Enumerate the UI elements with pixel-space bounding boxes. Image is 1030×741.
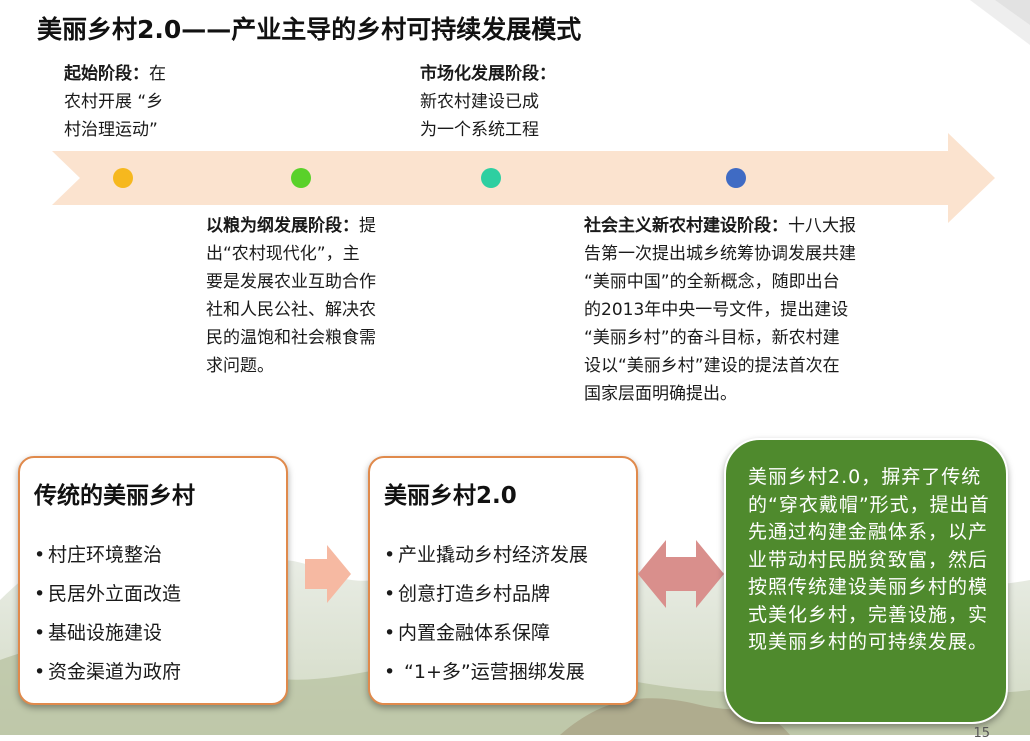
timeline-dot-1 — [113, 168, 133, 188]
list-item-text: 资金渠道为政府 — [48, 661, 182, 683]
list-item-text: 创意打造乡村品牌 — [398, 583, 551, 605]
stage-grain-line: 要是发展农业互助合作 — [206, 272, 376, 292]
timeline-dot-2 — [291, 168, 311, 188]
stage-grain: 以粮为纲发展阶段：提 出“农村现代化”，主 要是发展农业互助合作 社和人民公社、… — [206, 212, 411, 380]
bullet-icon: • — [384, 622, 396, 644]
traditional-village-list: •村庄环境整治 •民居外立面改造 •基础设施建设 •资金渠道为政府 — [34, 536, 181, 692]
bullet-icon: • — [34, 622, 46, 644]
bullet-icon: • — [34, 583, 46, 605]
timeline-dot-3 — [481, 168, 501, 188]
village-v2-title: 美丽乡村2.0 — [384, 483, 517, 509]
page-number: 15 — [973, 726, 990, 741]
stage-market-line: 为一个系统工程 — [420, 120, 539, 140]
bullet-icon: • — [34, 661, 46, 683]
bullet-icon: • — [34, 544, 46, 566]
list-item: •内置金融体系保障 — [384, 614, 588, 653]
stage-start-heading: 起始阶段： — [64, 64, 149, 84]
bullet-icon: • — [384, 583, 396, 605]
list-item-text: 民居外立面改造 — [48, 583, 182, 605]
stage-grain-line: 社和人民公社、解决农 — [206, 300, 376, 320]
stage-socialist-line: 告第一次提出城乡统筹协调发展共建 — [584, 244, 856, 264]
list-item-text: 产业撬动乡村经济发展 — [398, 544, 589, 566]
list-item-text: 内置金融体系保障 — [398, 622, 551, 644]
stage-grain-heading: 以粮为纲发展阶段： — [206, 216, 359, 236]
list-item-text: “1+多”运营捆绑发展 — [398, 661, 585, 683]
list-item-text: 基础设施建设 — [48, 622, 163, 644]
page-title: 美丽乡村2.0——产业主导的乡村可持续发展模式 — [37, 15, 582, 44]
list-item: •资金渠道为政府 — [34, 653, 181, 692]
stage-market-line: 新农村建设已成 — [420, 92, 539, 112]
bullet-icon: • — [384, 661, 396, 683]
stage-socialist-line: “美丽乡村”的奋斗目标，新农村建 — [584, 328, 840, 348]
village-v2-list: •产业撬动乡村经济发展 •创意打造乡村品牌 •内置金融体系保障 • “1+多”运… — [384, 536, 588, 692]
stage-socialist-line: 国家层面明确提出。 — [584, 384, 737, 404]
corner-decoration — [970, 0, 1030, 45]
stage-start-line: 村治理运动” — [64, 120, 158, 140]
stage-socialist-line: 设以“美丽乡村”建设的提法首次在 — [584, 356, 840, 376]
double-arrow-icon — [638, 540, 724, 608]
summary-text: 美丽乡村2.0，摒弃了传统的“穿衣戴帽”形式，提出首先通过构建金融体系，以产业带… — [748, 466, 990, 653]
list-item-text: 村庄环境整治 — [48, 544, 163, 566]
stage-grain-line: 出“农村现代化”，主 — [206, 244, 360, 264]
stage-start-line: 在 — [149, 64, 166, 84]
stage-grain-line: 提 — [359, 216, 376, 236]
bullet-icon: • — [384, 544, 396, 566]
stage-socialist-line: 的2013年中央一号文件，提出建设 — [584, 300, 849, 320]
list-item: •村庄环境整治 — [34, 536, 181, 575]
stage-start: 起始阶段：在 农村开展 “乡 村治理运动” — [64, 60, 204, 144]
timeline-arrow-shape — [52, 133, 995, 223]
stage-start-line: 农村开展 “乡 — [64, 92, 164, 112]
summary-box: 美丽乡村2.0，摒弃了传统的“穿衣戴帽”形式，提出首先通过构建金融体系，以产业带… — [724, 438, 1008, 724]
timeline-dot-4 — [726, 168, 746, 188]
right-arrow-icon — [305, 545, 351, 603]
stage-grain-line: 求问题。 — [206, 356, 274, 376]
stage-socialist-heading: 社会主义新农村建设阶段： — [584, 216, 788, 236]
stage-grain-line: 民的温饱和社会粮食需 — [206, 328, 376, 348]
stage-market: 市场化发展阶段： 新农村建设已成 为一个系统工程 — [420, 60, 620, 144]
traditional-village-title: 传统的美丽乡村 — [34, 483, 195, 509]
stage-socialist-line: “美丽中国”的全新概念，随即出台 — [584, 272, 840, 292]
list-item: •民居外立面改造 — [34, 575, 181, 614]
list-item: •基础设施建设 — [34, 614, 181, 653]
traditional-village-box: 传统的美丽乡村 •村庄环境整治 •民居外立面改造 •基础设施建设 •资金渠道为政… — [18, 456, 288, 705]
stage-market-heading: 市场化发展阶段： — [420, 64, 556, 84]
village-v2-box: 美丽乡村2.0 •产业撬动乡村经济发展 •创意打造乡村品牌 •内置金融体系保障 … — [368, 456, 638, 705]
list-item: •产业撬动乡村经济发展 — [384, 536, 588, 575]
timeline-arrow — [52, 133, 995, 223]
stage-socialist-line: 十八大报 — [788, 216, 856, 236]
list-item: • “1+多”运营捆绑发展 — [384, 653, 588, 692]
list-item: •创意打造乡村品牌 — [384, 575, 588, 614]
stage-socialist: 社会主义新农村建设阶段：十八大报 告第一次提出城乡统筹协调发展共建 “美丽中国”… — [584, 212, 904, 408]
